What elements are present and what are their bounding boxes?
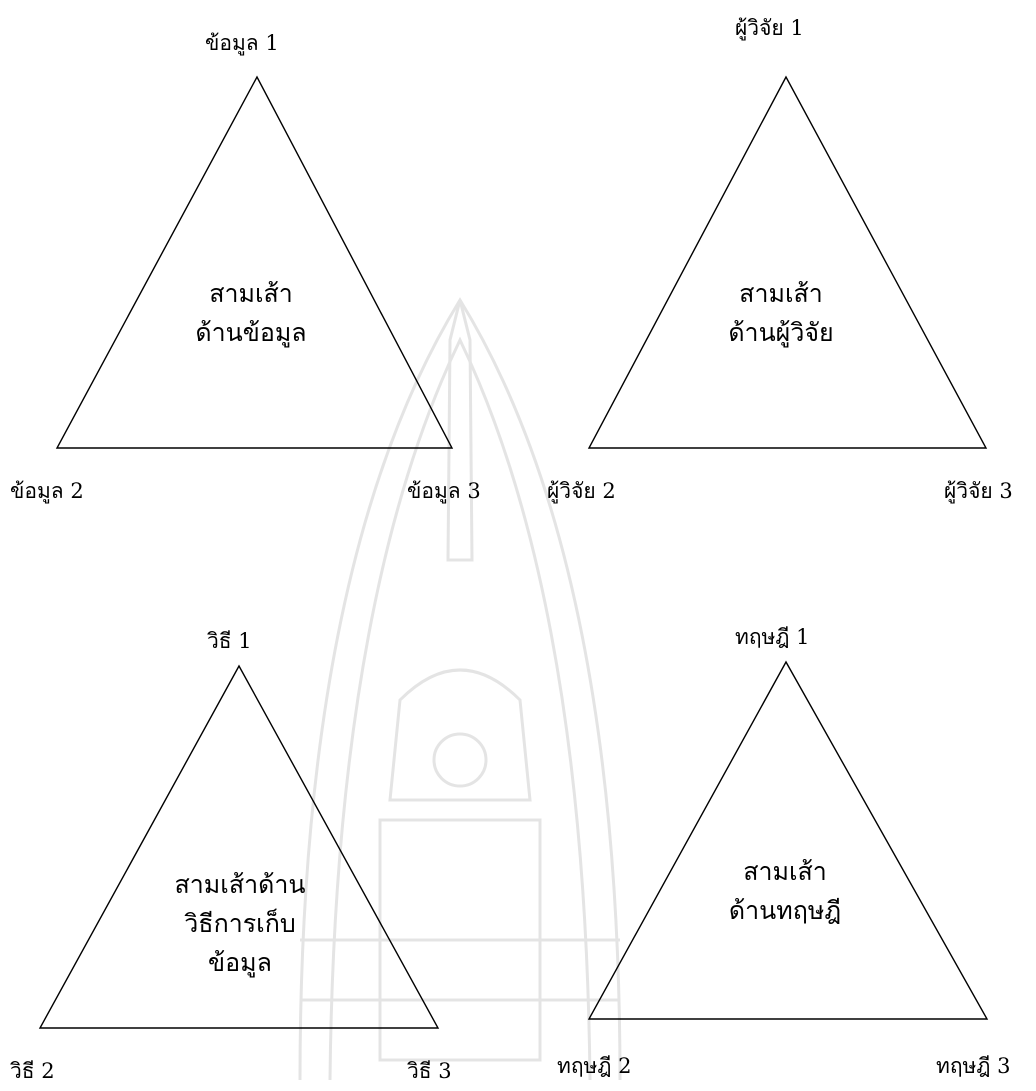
vertex-label-top: ข้อมูล 1 — [205, 31, 279, 55]
vertex-label-bottom-left: ข้อมูล 2 — [10, 479, 84, 503]
center-line: สามเส้าด้าน — [174, 870, 306, 899]
triangle-data — [55, 75, 454, 449]
triangle-center-text: สามเส้าด้าน วิธีการเก็บ ข้อมูล — [175, 866, 306, 982]
center-line: ด้านทฤษฎี — [728, 895, 842, 925]
vertex-label-bottom-right: วิธี 3 — [407, 1059, 452, 1083]
vertex-label-bottom-left: วิธี 2 — [10, 1059, 55, 1083]
vertex-label-bottom-right: ผู้วิจัย 3 — [944, 479, 1013, 503]
vertex-label-bottom-left: ทฤษฎี 2 — [557, 1054, 632, 1078]
vertex-label-top: วิธี 1 — [207, 629, 252, 653]
vertex-label-bottom-right: ข้อมูล 3 — [407, 479, 481, 503]
center-line: สามเส้า — [739, 279, 823, 308]
center-line: วิธีการเก็บ — [184, 908, 296, 938]
center-line: สามเส้า — [743, 857, 827, 886]
triangle-center-text: สามเส้า ด้านข้อมูล — [195, 275, 306, 353]
center-line: ด้านข้อมูล — [195, 317, 307, 347]
vertex-label-bottom-right: ทฤษฎี 3 — [936, 1054, 1011, 1078]
triangle-researcher — [587, 75, 988, 449]
vertex-label-top: ผู้วิจัย 1 — [735, 16, 804, 40]
vertex-label-top: ทฤษฎี 1 — [735, 625, 810, 649]
triangle-method — [38, 664, 440, 1029]
center-line: ด้านผู้วิจัย — [728, 317, 834, 347]
center-line: ข้อมูล — [208, 947, 272, 977]
triangle-center-text: สามเส้า ด้านผู้วิจัย — [728, 275, 833, 353]
center-line: สามเส้า — [209, 279, 293, 308]
vertex-label-bottom-left: ผู้วิจัย 2 — [547, 479, 616, 503]
triangle-center-text: สามเส้า ด้านทฤษฎี — [729, 853, 841, 931]
triangle-theory — [587, 660, 989, 1020]
